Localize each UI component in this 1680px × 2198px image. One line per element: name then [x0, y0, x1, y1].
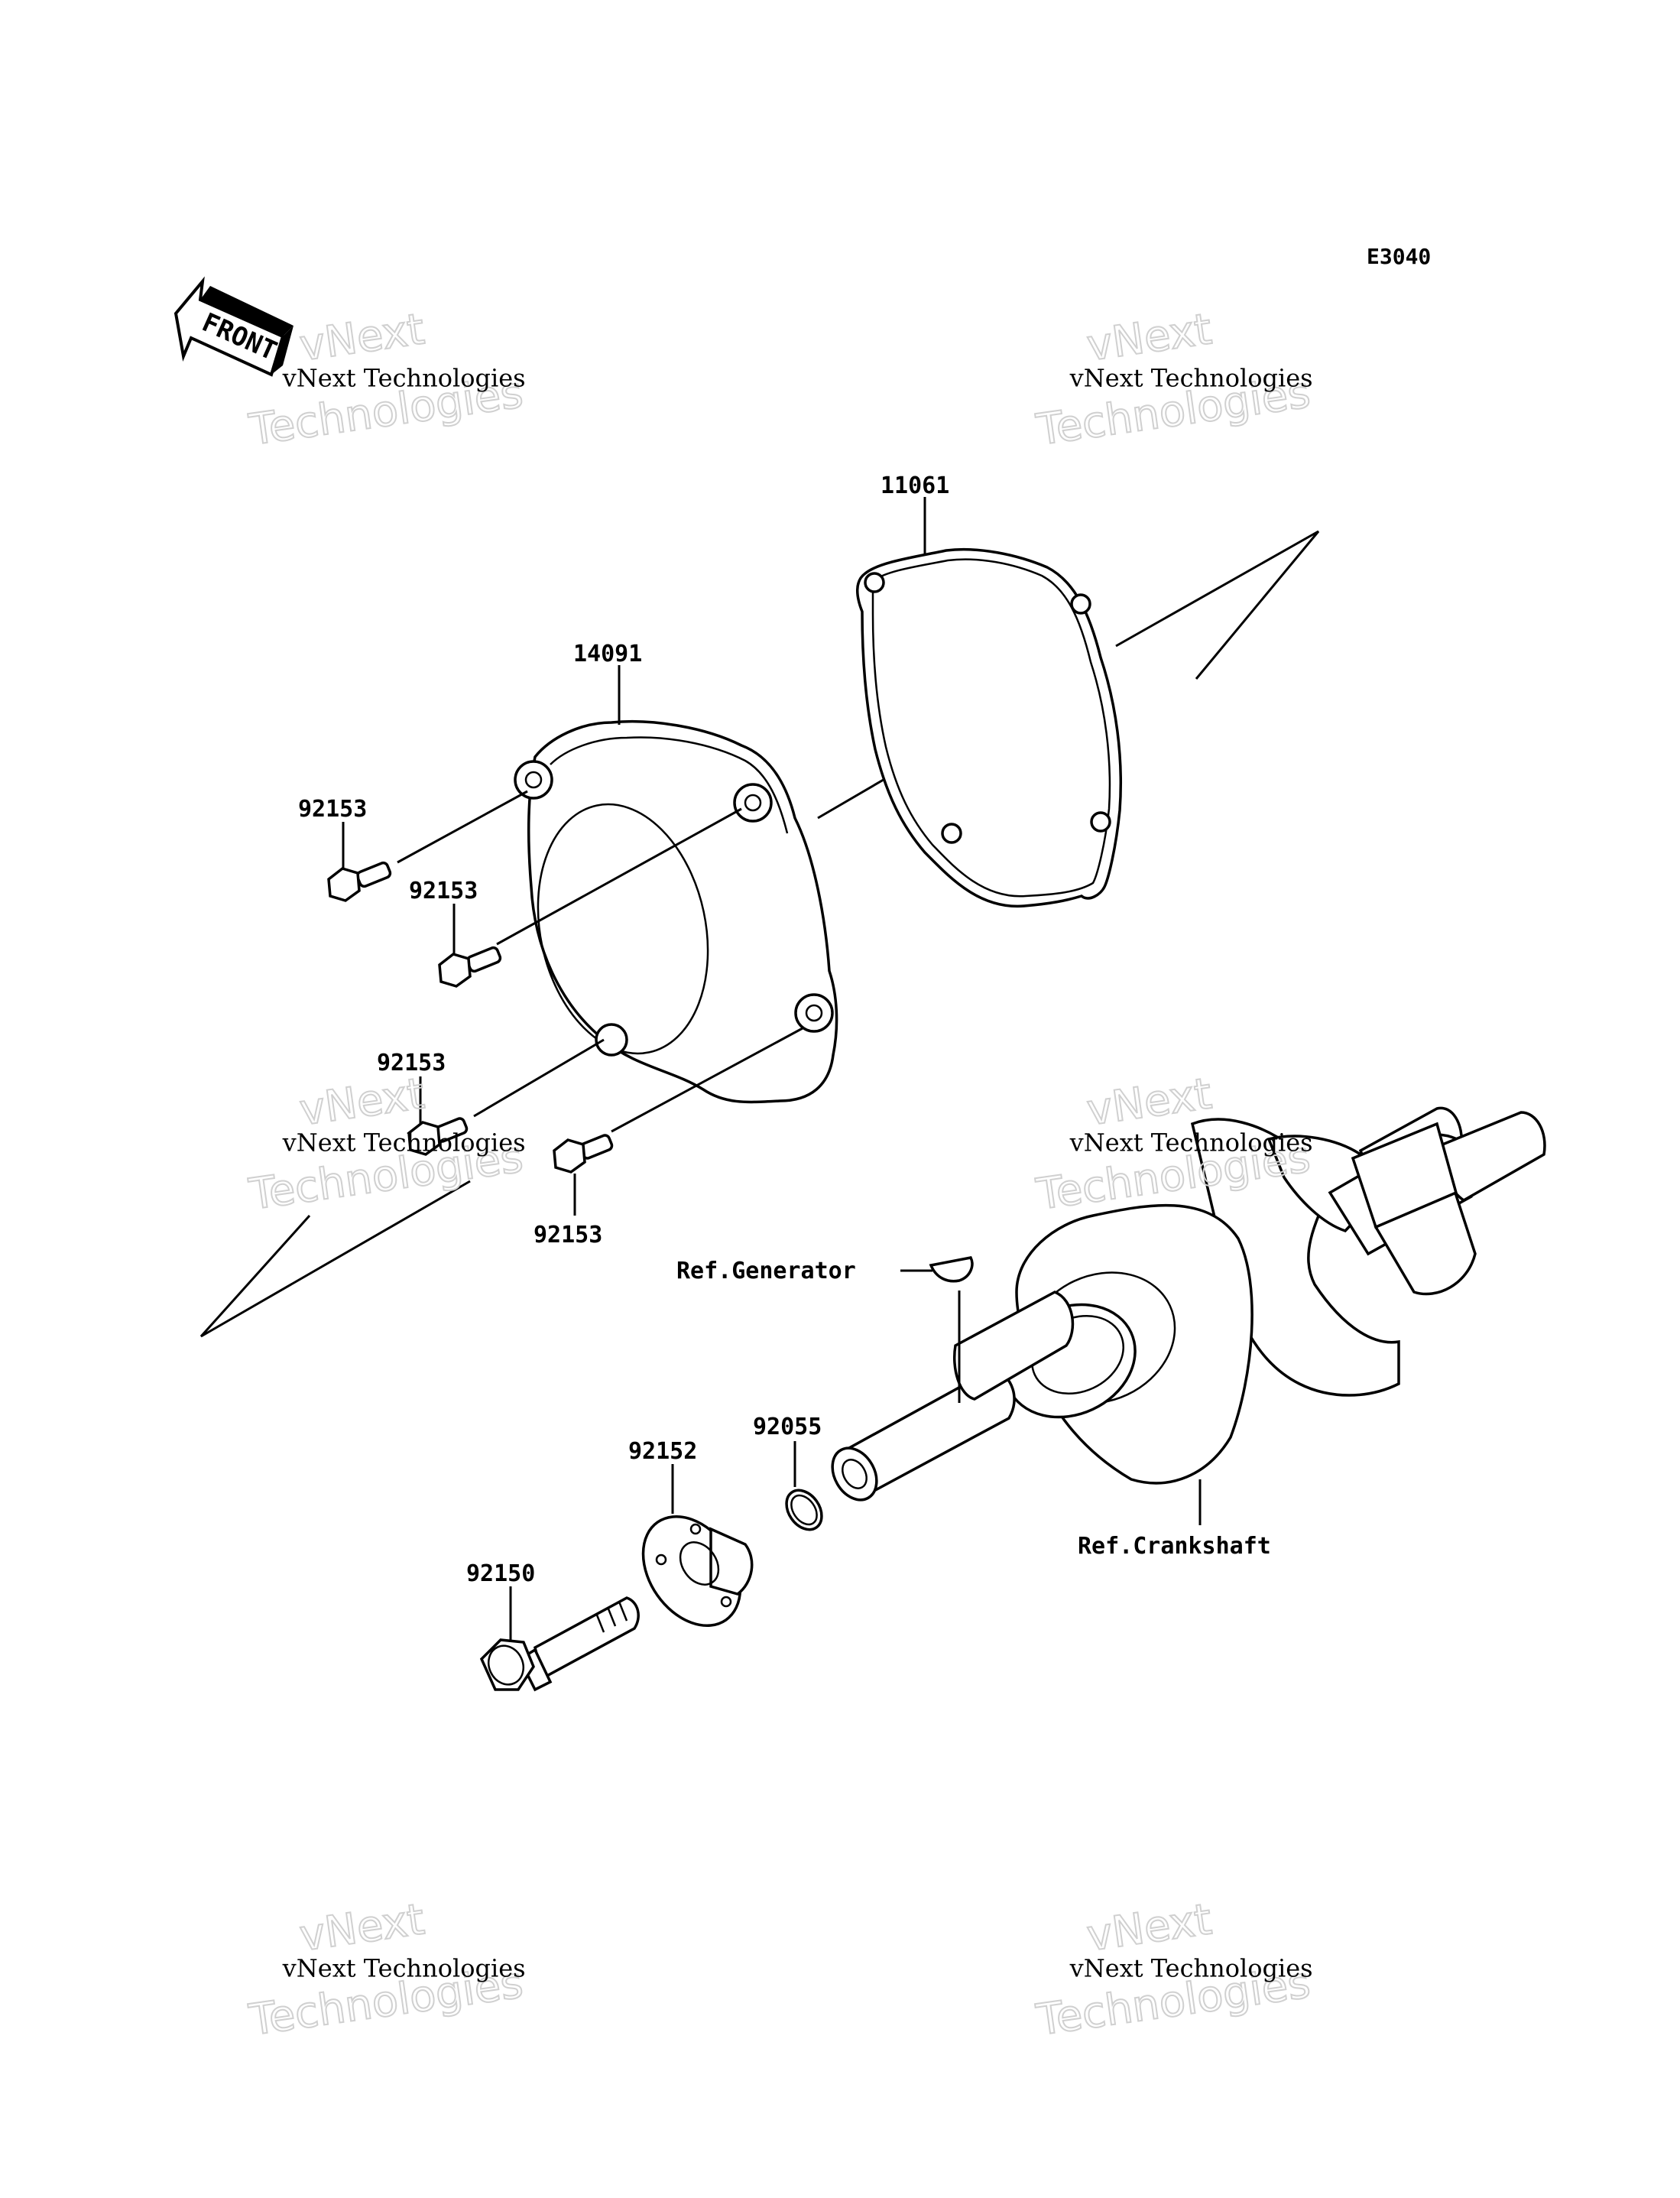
ref-generator: Ref.Generator [676, 1258, 856, 1284]
part-label-bolt-c: 92153 [377, 1050, 446, 1076]
o-ring [785, 1489, 823, 1531]
svg-text:vNext: vNext [297, 304, 427, 371]
part-label-cover: 14091 [573, 641, 642, 667]
generator-cover [514, 720, 838, 1104]
part-label-bolt-b: 92153 [409, 878, 478, 904]
watermark-top-left: vNext Technologies vNext Technologies [245, 304, 527, 456]
watermark-top-right: vNext Technologies vNext Technologies [1033, 304, 1314, 456]
gasket [856, 547, 1122, 908]
bolt-d [553, 1027, 803, 1216]
svg-text:vNext: vNext [1084, 1894, 1215, 1961]
flange-washer [641, 1515, 754, 1628]
flange-bolt [479, 1596, 640, 1692]
part-label-gasket: 11061 [881, 472, 949, 499]
bolt-c [407, 1038, 605, 1156]
ref-crankshaft: Ref.Crankshaft [1078, 1533, 1271, 1560]
part-label-o-ring: 92055 [753, 1414, 822, 1440]
part-label-washer: 92152 [628, 1438, 697, 1465]
part-label-bolt-d: 92153 [534, 1222, 602, 1248]
woodruff-key [929, 1256, 974, 1283]
svg-text:vNext Technologies: vNext Technologies [1069, 363, 1313, 392]
crankshaft-end-journal [1351, 1111, 1546, 1229]
watermark-bottom-left: vNext Technologies vNext Technologies [245, 1894, 527, 2046]
svg-text:vNext: vNext [1084, 304, 1215, 371]
svg-text:vNext Technologies: vNext Technologies [1069, 1953, 1313, 1982]
front-arrow-icon: FRONT [174, 276, 294, 377]
part-label-main-bolt: 92150 [466, 1560, 535, 1587]
svg-text:vNext: vNext [297, 1069, 427, 1135]
bolt-b [438, 807, 742, 988]
svg-text:vNext Technologies: vNext Technologies [282, 1128, 526, 1157]
svg-text:vNext Technologies: vNext Technologies [282, 363, 526, 392]
watermark-bottom-right: vNext Technologies vNext Technologies [1033, 1894, 1314, 2046]
bolt-a [327, 790, 528, 902]
watermark-mid-left: vNext Technologies vNext Technologies [245, 1068, 527, 1220]
svg-text:vNext Technologies: vNext Technologies [282, 1953, 526, 1982]
diagram-code: E3040 [1367, 244, 1431, 269]
svg-text:vNext: vNext [297, 1894, 427, 1961]
svg-text:vNext Technologies: vNext Technologies [1069, 1128, 1313, 1157]
crankshaft [831, 1106, 1484, 1502]
part-label-bolt-a: 92153 [298, 796, 367, 823]
